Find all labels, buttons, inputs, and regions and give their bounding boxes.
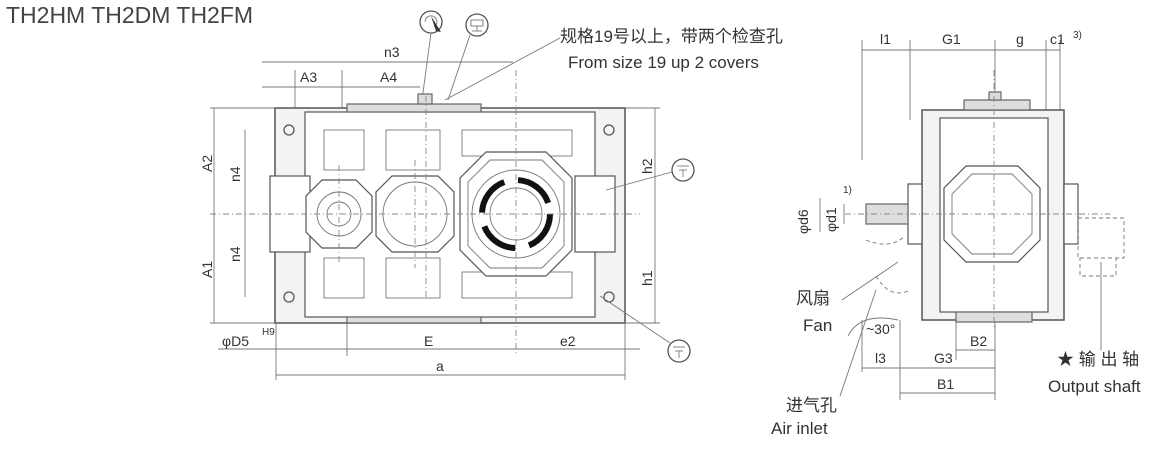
fan-label-cn: 风扇 [796, 289, 830, 308]
dim-l1: l1 [880, 31, 891, 47]
dim-E: E [424, 333, 433, 349]
drawing-title: TH2HM TH2DM TH2FM [6, 2, 253, 28]
dim-c1-note: 3) [1073, 30, 1082, 41]
oil-drain-icon [599, 295, 691, 363]
dim-l3: l3 [875, 350, 886, 366]
dim-h2: h2 [639, 158, 655, 174]
covers-note-en: From size 19 up 2 covers [568, 53, 759, 72]
dim-A1: A1 [199, 261, 215, 278]
covers-leader [444, 37, 561, 101]
rotation-symbol-icon [419, 10, 443, 101]
dim-c1: c1 [1050, 31, 1065, 47]
dim-h1: h1 [639, 270, 655, 286]
side-view: l1 G1 g c1 3) φd6 φd1 1) ~30° [771, 30, 1141, 438]
oil-level-icon [447, 13, 489, 101]
dim-n3: n3 [384, 44, 400, 60]
dim-B2: B2 [970, 333, 987, 349]
dim-n4-top: n4 [227, 166, 243, 182]
dim-d1: φd1 [823, 207, 839, 232]
dim-g: g [1016, 31, 1024, 47]
dim-a: a [436, 358, 444, 374]
dim-B1: B1 [937, 376, 954, 392]
dim-A2: A2 [199, 155, 215, 172]
dim-G3: G3 [934, 350, 953, 366]
air-inlet-en: Air inlet [771, 419, 828, 438]
dim-n4-bottom: n4 [227, 246, 243, 262]
dim-D5-fit: H9 [262, 327, 275, 338]
front-view: n3 A3 A4 [199, 44, 695, 380]
dim-d6: φd6 [795, 209, 811, 234]
dim-e2: e2 [560, 333, 576, 349]
dim-D5: φD5 [222, 333, 249, 349]
output-shaft-cn: ★ 输 出 轴 [1057, 350, 1139, 369]
dim-d1-note: 1) [843, 185, 852, 196]
dim-A4: A4 [380, 69, 397, 85]
output-shaft-en: Output shaft [1048, 377, 1141, 396]
fan-label-en: Fan [803, 316, 832, 335]
dim-G1: G1 [942, 31, 961, 47]
covers-note-cn: 规格19号以上，带两个检查孔 [560, 27, 783, 46]
dim-angle: ~30° [866, 321, 895, 337]
oil-drain-icon [605, 158, 695, 191]
dim-A3: A3 [300, 69, 317, 85]
air-inlet-cn: 进气孔 [786, 396, 837, 415]
